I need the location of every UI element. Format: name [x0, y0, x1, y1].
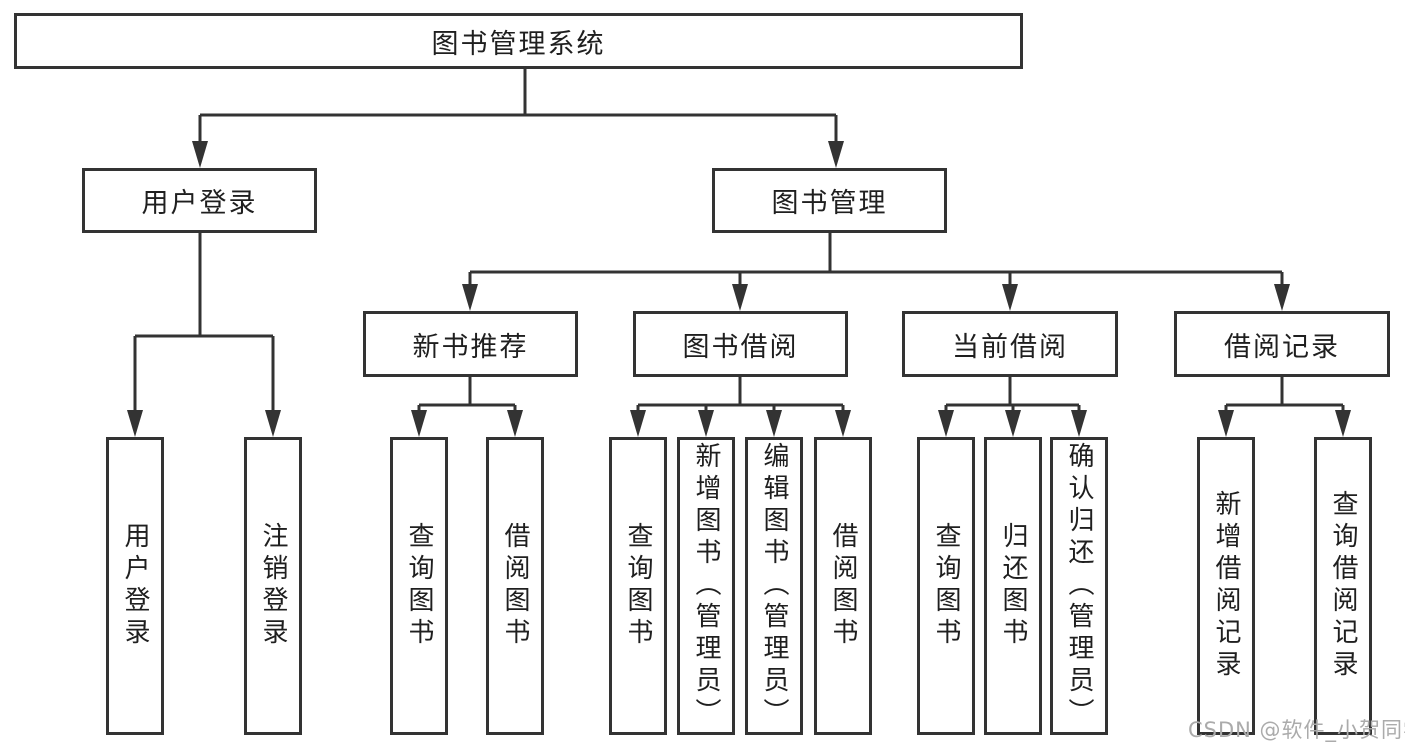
leaf-borrow-book-new: 借阅图书	[486, 437, 544, 735]
leaf-add-book-admin: 新增图书（管理员）	[677, 437, 735, 735]
arrowhead	[1218, 410, 1234, 437]
leaf-add-borrow-record: 新增借阅记录	[1197, 437, 1255, 735]
arrowhead	[507, 410, 523, 437]
arrowhead	[1002, 284, 1018, 311]
leaf-logout: 注销登录	[244, 437, 302, 735]
arrowhead	[938, 410, 954, 437]
connector-borrow-split	[630, 377, 851, 437]
connector-record-split	[1218, 377, 1351, 437]
leaf-query-book-new: 查询图书	[390, 437, 448, 735]
arrowhead	[127, 410, 143, 437]
leaf-confirm-return-admin: 确认归还（管理员）	[1050, 437, 1108, 735]
node-user-login: 用户登录	[82, 168, 317, 233]
leaf-edit-book-admin: 编辑图书（管理员）	[745, 437, 803, 735]
arrowhead	[411, 410, 427, 437]
arrowhead	[630, 410, 646, 437]
leaf-borrow-book: 借阅图书	[814, 437, 872, 735]
arrowhead	[835, 410, 851, 437]
leaf-query-book-current: 查询图书	[917, 437, 975, 735]
leaf-query-borrow-record: 查询借阅记录	[1314, 437, 1372, 735]
watermark: CSDN @软件_小贺同学	[1188, 718, 1405, 742]
node-current-borrow: 当前借阅	[902, 311, 1118, 377]
arrowhead	[766, 410, 782, 437]
arrowhead	[192, 141, 208, 168]
arrowhead	[462, 284, 478, 311]
connector-root-split	[192, 69, 844, 168]
connector-new-split	[411, 377, 523, 437]
connector-current-split	[938, 377, 1087, 437]
arrowhead	[1274, 284, 1290, 311]
arrowhead	[828, 141, 844, 168]
connector-login-split	[127, 233, 281, 437]
arrowhead	[698, 410, 714, 437]
node-borrow-record: 借阅记录	[1174, 311, 1390, 377]
connector-manage-split	[462, 233, 1290, 311]
node-book-borrow: 图书借阅	[633, 311, 848, 377]
node-book-management: 图书管理	[712, 168, 947, 233]
arrowhead	[1071, 410, 1087, 437]
node-root: 图书管理系统	[14, 13, 1023, 69]
leaf-user-login: 用户登录	[106, 437, 164, 735]
arrowhead	[732, 284, 748, 311]
arrowhead	[1335, 410, 1351, 437]
arrowhead	[265, 410, 281, 437]
leaf-query-book-borrow: 查询图书	[609, 437, 667, 735]
node-new-book-recommend: 新书推荐	[363, 311, 578, 377]
leaf-return-book: 归还图书	[984, 437, 1042, 735]
arrowhead	[1005, 410, 1021, 437]
